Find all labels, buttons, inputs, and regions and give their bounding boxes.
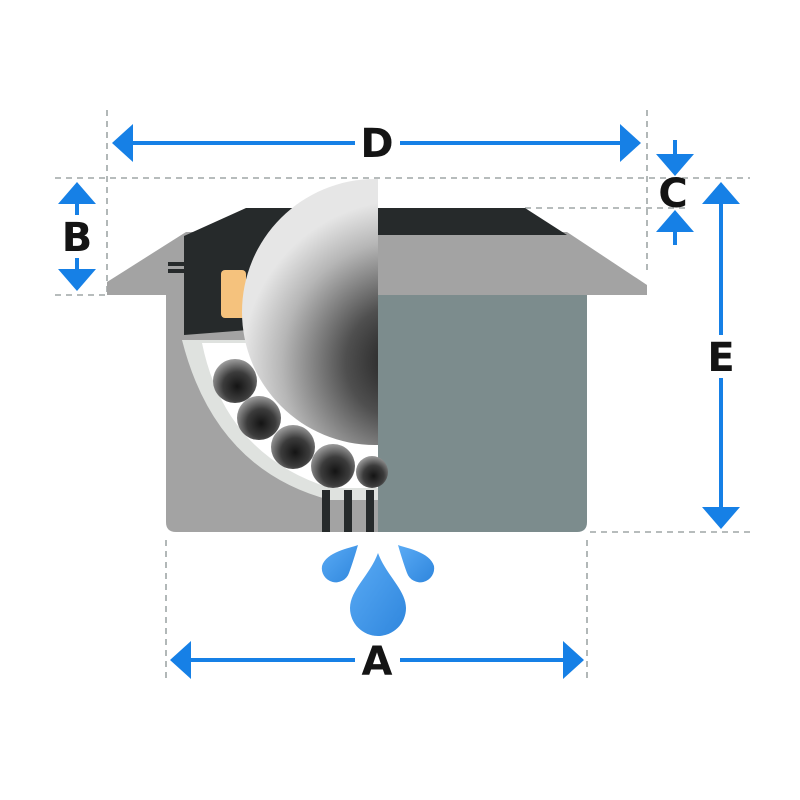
felt-seal (221, 270, 246, 318)
drain-slots (322, 490, 374, 532)
seal-slot-2 (168, 269, 200, 273)
support-ball (213, 359, 257, 403)
body-right (378, 295, 587, 532)
support-ball (237, 396, 281, 440)
label-a: A (362, 639, 393, 685)
water-drops-icon (321, 545, 435, 636)
dimension-b: B (58, 182, 96, 291)
label-d: D (360, 121, 393, 167)
dimension-a: A (170, 639, 584, 685)
support-ball (271, 425, 315, 469)
drop-center (350, 553, 406, 636)
flange-right (378, 232, 647, 295)
support-ball (311, 444, 355, 488)
housing-right (378, 208, 647, 532)
drop-left (321, 545, 358, 583)
top-cap-right (378, 208, 567, 235)
label-c: C (658, 171, 687, 217)
support-balls (213, 359, 388, 488)
dimension-c: C (656, 140, 694, 245)
seal-slot (168, 262, 200, 266)
guide-lines (55, 110, 750, 680)
label-e: E (707, 335, 734, 381)
dimension-e: E (702, 182, 740, 529)
label-b: B (62, 215, 93, 261)
steel-ball-icon (242, 179, 378, 445)
dimension-d: D (112, 121, 641, 167)
support-ball (356, 456, 388, 488)
drop-right (398, 545, 435, 583)
